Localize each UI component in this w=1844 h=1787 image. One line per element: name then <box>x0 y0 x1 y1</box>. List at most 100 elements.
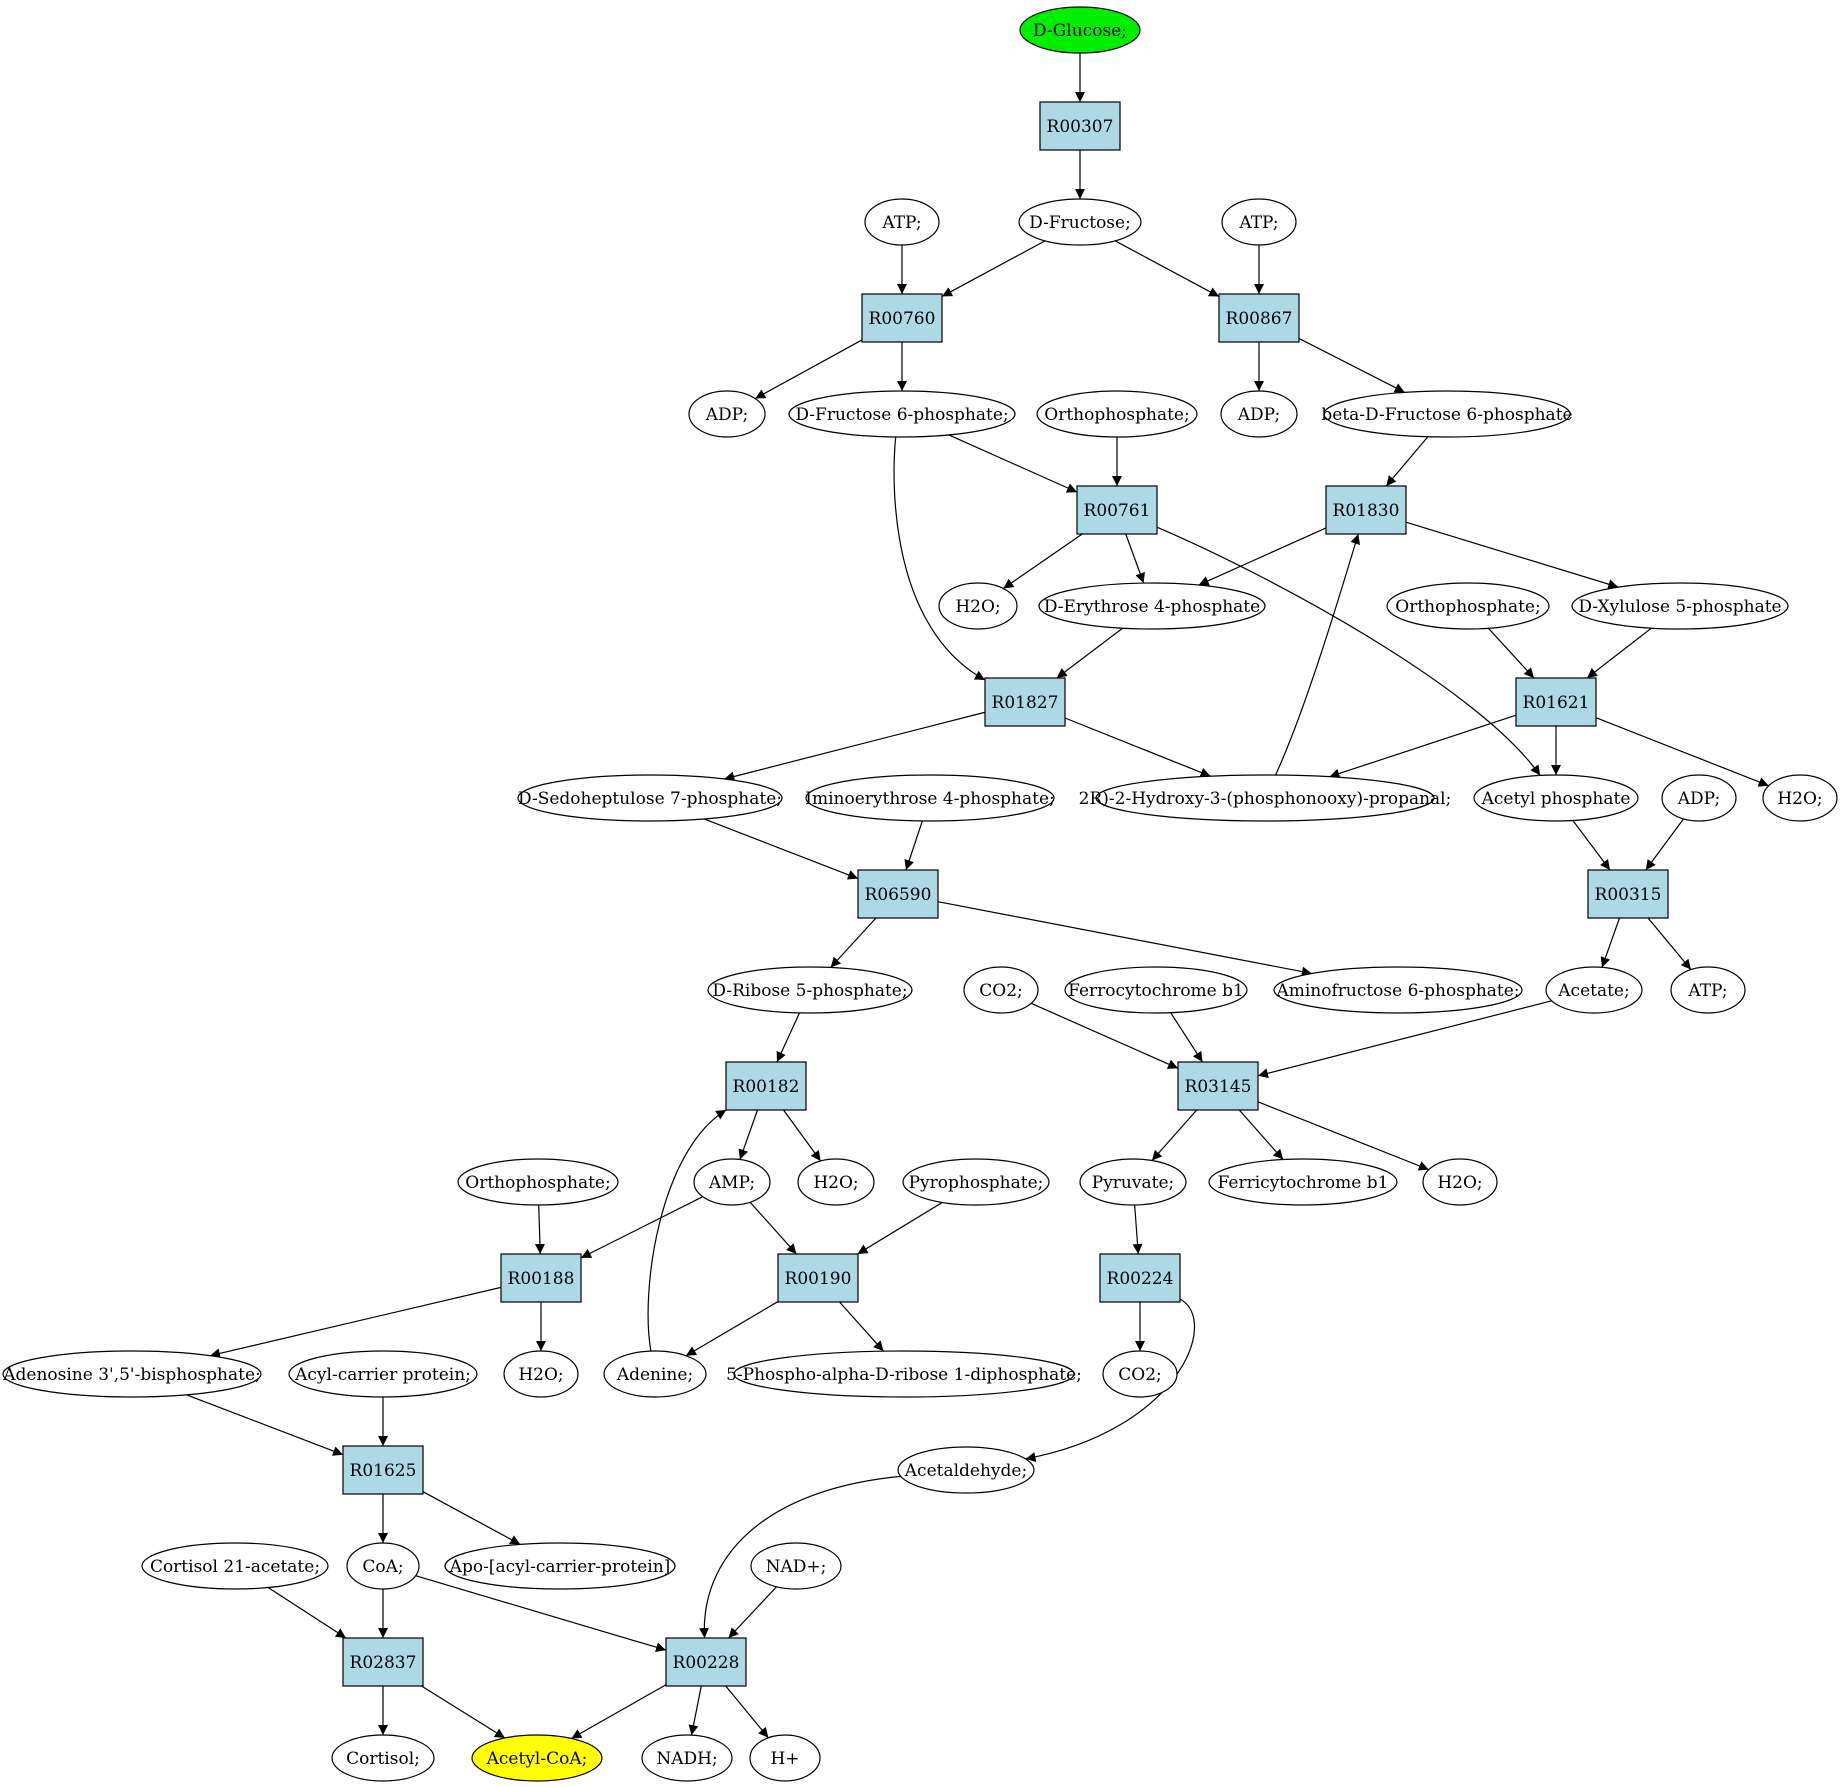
node-label: D-Glucose; <box>1033 21 1127 41</box>
reaction-box <box>342 1637 424 1687</box>
node-label: D-Fructose; <box>1029 213 1131 233</box>
edge-R06590-to-r5p <box>830 917 877 968</box>
metabolite-node-adp1: ADP; <box>688 390 766 438</box>
node-label: R01621 <box>1523 693 1590 713</box>
reaction-box <box>1218 293 1300 343</box>
edge-R00228-to-nadh <box>688 1685 702 1736</box>
metabolite-ellipse <box>641 1734 733 1782</box>
metabolite-ellipse <box>805 774 1055 822</box>
metabolite-ellipse <box>141 1542 329 1590</box>
node-label: NAD+; <box>766 1557 827 1577</box>
edge-R01827-to-s7p <box>724 711 986 782</box>
node-label: H2O; <box>1437 1173 1482 1193</box>
metabolite-node-g3p: 2R)-2-Hydroxy-3-(phosphonooxy)-propanal; <box>1079 774 1451 822</box>
edge-f6p-to-R01827 <box>893 436 986 681</box>
node-label: H2O; <box>955 597 1000 617</box>
reaction-box <box>665 1637 747 1687</box>
edge-R03145-to-ferri <box>1238 1109 1284 1160</box>
edge-g3p-to-R01830 <box>1274 533 1361 776</box>
metabolite-ellipse <box>749 1734 821 1782</box>
reaction-node-R01827: R01827 <box>984 677 1066 727</box>
reaction-node-R01830: R01830 <box>1325 485 1407 535</box>
node-label: D-Sedoheptulose 7-phosphate; <box>518 789 782 809</box>
metabolite-node-adp3: ADP; <box>1661 774 1737 822</box>
metabolite-node-ie4p: Iminoerythrose 4-phosphate; <box>805 774 1055 822</box>
metabolite-node-co2a: CO2; <box>963 966 1039 1014</box>
edge-R02837-to-acoa <box>421 1685 506 1739</box>
metabolite-ellipse <box>688 390 766 438</box>
edge-ie4p-to-R06590 <box>904 820 923 871</box>
edge-e4p-to-R01827 <box>1056 627 1123 679</box>
metabolite-ellipse <box>503 1350 579 1398</box>
node-label: Pyruvate; <box>1092 1173 1174 1193</box>
metabolite-node-cortisol: Cortisol; <box>331 1734 435 1782</box>
metabolite-node-h2o2: H2O; <box>1762 774 1838 822</box>
metabolite-node-r5p: D-Ribose 5-phosphate; <box>707 966 913 1014</box>
edge-cort21-to-R02837 <box>267 1586 347 1639</box>
edge-R00190-to-adenine <box>685 1301 779 1357</box>
edge-R00867-to-bf6p <box>1298 337 1405 393</box>
metabolite-node-acoa: Acetyl-CoA; <box>471 1734 603 1782</box>
edge-nadp-to-R00228 <box>728 1586 777 1639</box>
metabolite-node-prpp: 5-Phospho-alpha-D-ribose 1-diphosphate; <box>726 1350 1082 1398</box>
metabolite-ellipse <box>1670 966 1746 1014</box>
node-label: R00190 <box>785 1269 852 1289</box>
reaction-box <box>1177 1061 1259 1111</box>
edge-R00190-to-prpp <box>839 1301 884 1352</box>
metabolite-ellipse <box>346 1542 420 1590</box>
metabolite-ellipse <box>457 1158 619 1206</box>
edge-R00182-to-amp <box>738 1109 759 1160</box>
edge-R01621-to-g3p <box>1329 714 1517 779</box>
reaction-box <box>342 1445 424 1495</box>
metabolite-ellipse <box>2 1350 262 1398</box>
metabolite-node-adenine: Adenine; <box>603 1350 707 1398</box>
metabolite-ellipse <box>1102 1350 1178 1398</box>
edge-R01830-to-x5p <box>1405 521 1619 589</box>
node-label: Orthophosphate; <box>465 1173 610 1193</box>
metabolite-node-atp1: ATP; <box>864 198 940 246</box>
metabolite-node-acald: Acetaldehyde; <box>897 1446 1035 1494</box>
node-label: R01827 <box>992 693 1059 713</box>
reaction-node-R00182: R00182 <box>725 1061 807 1111</box>
metabolite-ellipse <box>603 1350 707 1398</box>
metabolite-node-s7p: D-Sedoheptulose 7-phosphate; <box>517 774 783 822</box>
metabolite-ellipse <box>750 1542 842 1590</box>
metabolite-node-glucose: D-Glucose; <box>1019 6 1141 54</box>
edge-x5p-to-R01621 <box>1586 627 1652 679</box>
edge-amp-to-R00188 <box>580 1196 704 1259</box>
edge-bf6p-to-R01830 <box>1385 436 1429 487</box>
reaction-node-R00307: R00307 <box>1039 101 1121 151</box>
reaction-node-R00188: R00188 <box>500 1253 582 1303</box>
edge-R01827-to-g3p <box>1064 717 1211 778</box>
metabolite-node-h2o5: H2O; <box>503 1350 579 1398</box>
node-label: ATP; <box>1238 213 1278 233</box>
edge-r5p-to-R00182 <box>776 1012 801 1063</box>
metabolite-ellipse <box>1323 390 1571 438</box>
metabolite-node-h2o3: H2O; <box>797 1158 875 1206</box>
node-label: Acyl-carrier protein; <box>294 1365 471 1385</box>
metabolite-node-pi1: Orthophosphate; <box>1036 390 1198 438</box>
node-label: Acetyl-CoA; <box>486 1749 588 1769</box>
node-label: R02837 <box>350 1653 417 1673</box>
metabolite-ellipse <box>444 1542 676 1590</box>
metabolite-node-co2b: CO2; <box>1102 1350 1178 1398</box>
reaction-node-R06590: R06590 <box>857 869 939 919</box>
metabolite-node-nadp: NAD+; <box>750 1542 842 1590</box>
edge-s7p-to-R06590 <box>703 818 859 880</box>
node-label: ADP; <box>1237 405 1280 425</box>
node-label: D-Xylulose 5-phosphate <box>1578 597 1781 617</box>
metabolite-node-acpr: Acyl-carrier protein; <box>288 1350 478 1398</box>
metabolite-ellipse <box>1386 582 1550 630</box>
node-label: CoA; <box>362 1557 403 1577</box>
metabolite-node-ferri: Ferricytochrome b1 <box>1208 1158 1398 1206</box>
edge-R03145-to-h2o4 <box>1257 1101 1430 1171</box>
edge-R06590-to-af6p <box>937 901 1312 977</box>
edge-R00228-to-hplus <box>725 1685 769 1739</box>
node-label: Orthophosphate; <box>1044 405 1189 425</box>
edge-R03145-to-pyruvate <box>1151 1109 1198 1161</box>
metabolite-ellipse <box>1038 582 1266 630</box>
node-label: R00307 <box>1047 117 1114 137</box>
metabolite-ellipse <box>1545 966 1643 1014</box>
reaction-box <box>984 677 1066 727</box>
